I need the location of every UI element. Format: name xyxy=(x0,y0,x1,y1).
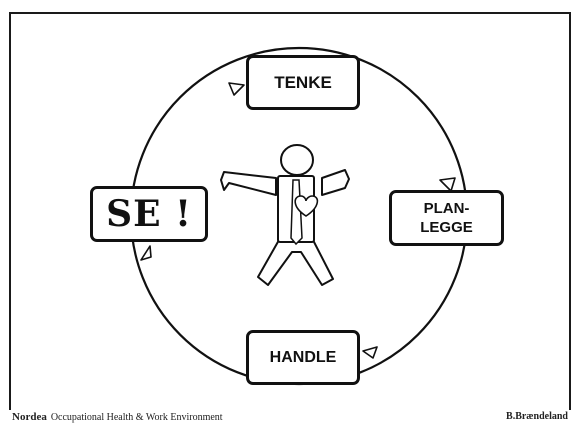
cycle-step-label: TENKE xyxy=(274,72,332,92)
person-figure xyxy=(220,144,350,286)
cycle-step-label: SE ! xyxy=(106,193,192,235)
cycle-step-label: HANDLE xyxy=(269,348,337,366)
department-name: Occupational Health & Work Environment xyxy=(50,412,223,423)
cycle-step-label: PLAN- LEGGE xyxy=(420,200,473,236)
cycle-step-tenke: TENKE xyxy=(246,55,360,110)
arrow-into-planlegge xyxy=(439,177,456,192)
arrow-into-handle xyxy=(362,346,378,359)
slide-frame xyxy=(9,12,571,410)
heart-icon xyxy=(294,195,319,217)
cycle-step-se: SE ! xyxy=(90,186,208,242)
author-name: B.Brændeland xyxy=(506,411,568,422)
arrow-into-tenke xyxy=(228,82,245,96)
organization-name: Nordea xyxy=(12,411,47,423)
arrow-into-se xyxy=(140,245,152,261)
cycle-step-planlegge: PLAN- LEGGE xyxy=(389,190,504,246)
cycle-step-handle: HANDLE xyxy=(246,330,360,385)
